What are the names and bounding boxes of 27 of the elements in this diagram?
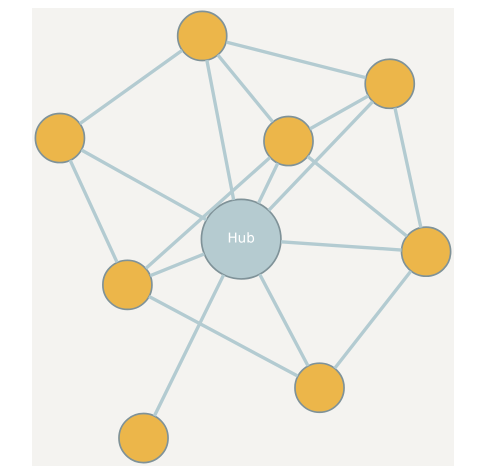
connector — [216, 54, 274, 123]
connector — [80, 148, 208, 222]
node-circle — [400, 226, 452, 278]
connector — [306, 155, 408, 238]
connector — [280, 240, 402, 252]
node-circle — [294, 362, 345, 414]
connector — [257, 162, 280, 204]
connector — [144, 156, 272, 270]
connector — [309, 94, 370, 130]
node-circle: Hub — [200, 198, 282, 280]
connector — [150, 252, 205, 278]
node-circle — [34, 112, 86, 164]
connector — [258, 274, 310, 367]
connector — [268, 100, 374, 212]
connector — [333, 270, 412, 370]
connector — [226, 40, 366, 80]
node-circle — [118, 412, 169, 464]
connector — [148, 294, 298, 378]
node-circle — [364, 58, 416, 110]
connector — [393, 108, 423, 228]
connector — [78, 48, 184, 126]
node-circle — [102, 259, 153, 310]
node-circle — [176, 10, 228, 62]
connector — [68, 160, 119, 264]
node-circle — [263, 116, 314, 166]
connector — [205, 60, 236, 200]
connector — [152, 274, 226, 417]
